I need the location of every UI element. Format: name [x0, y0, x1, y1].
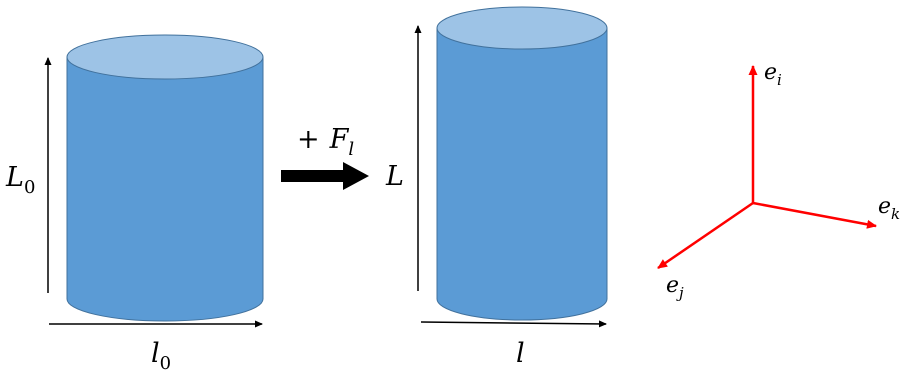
basis-j-symbol: e — [666, 273, 679, 298]
initial-width-label: l0 — [151, 338, 171, 374]
basis-label-k: ek — [878, 194, 900, 223]
basis-k-subscript: k — [891, 205, 900, 223]
basis-j-subscript: j — [676, 284, 684, 302]
basis-vectors: ei ek ej — [657, 60, 900, 302]
initial-cylinder — [66, 34, 264, 322]
deformed-cylinder-body — [436, 27, 608, 321]
initial-height-subscript: 0 — [24, 177, 35, 198]
basis-label-i: ei — [764, 60, 782, 89]
basis-vector-k-arrow — [752, 201, 877, 229]
initial-cylinder-top — [66, 34, 264, 80]
initial-cylinder-body — [66, 56, 264, 322]
basis-label-j: ej — [666, 273, 684, 302]
deformed-width-label: l — [516, 338, 525, 369]
initial-width-subscript: 0 — [160, 353, 171, 374]
force-arrow — [281, 162, 369, 190]
basis-i-subscript: i — [777, 71, 782, 89]
initial-height-label: L0 — [5, 162, 35, 198]
force-subscript: l — [348, 139, 354, 160]
deformed-cylinder — [436, 6, 608, 321]
deformed-cylinder-top — [436, 6, 608, 50]
basis-vector-j-arrow — [657, 201, 754, 270]
force-symbol: F — [329, 124, 350, 155]
basis-i-symbol: e — [764, 60, 777, 85]
force-annotation: + Fl — [281, 124, 369, 190]
force-label: + Fl — [297, 124, 354, 160]
initial-width-symbol: l — [151, 338, 160, 369]
deformed-width-arrow — [420, 320, 607, 328]
force-sign: + — [297, 124, 320, 155]
basis-k-symbol: e — [878, 194, 891, 219]
deformed-height-label: L — [385, 161, 404, 192]
initial-height-symbol: L — [5, 162, 24, 193]
